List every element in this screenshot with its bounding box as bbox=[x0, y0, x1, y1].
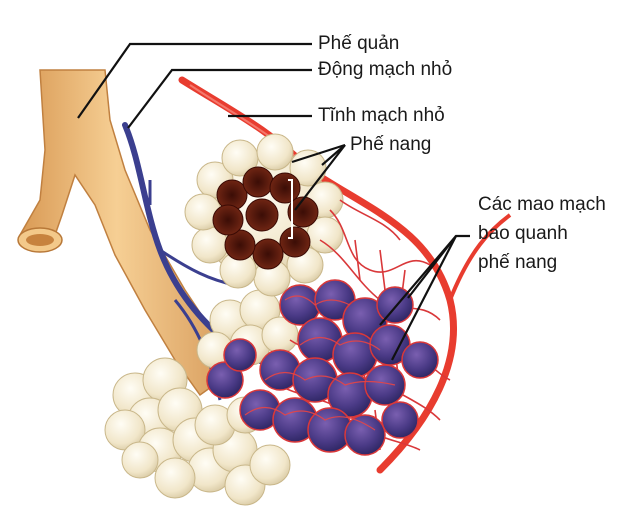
label-capillaries-line1: Các mao mạch bbox=[478, 190, 606, 219]
alveolus-cross-section bbox=[185, 134, 343, 296]
leader-bronchus bbox=[78, 44, 312, 118]
leader-arteriole bbox=[128, 70, 312, 128]
label-alveolus: Phế nang bbox=[350, 134, 431, 156]
label-capillaries-line3: phế nang bbox=[478, 248, 606, 277]
label-venule: Tĩnh mạch nhỏ bbox=[318, 105, 445, 127]
label-capillaries-line2: bao quanh bbox=[478, 219, 606, 248]
label-bronchus: Phế quản bbox=[318, 33, 399, 55]
label-arteriole: Động mạch nhỏ bbox=[318, 59, 452, 81]
label-capillaries: Các mao mạch bao quanh phế nang bbox=[478, 190, 606, 277]
